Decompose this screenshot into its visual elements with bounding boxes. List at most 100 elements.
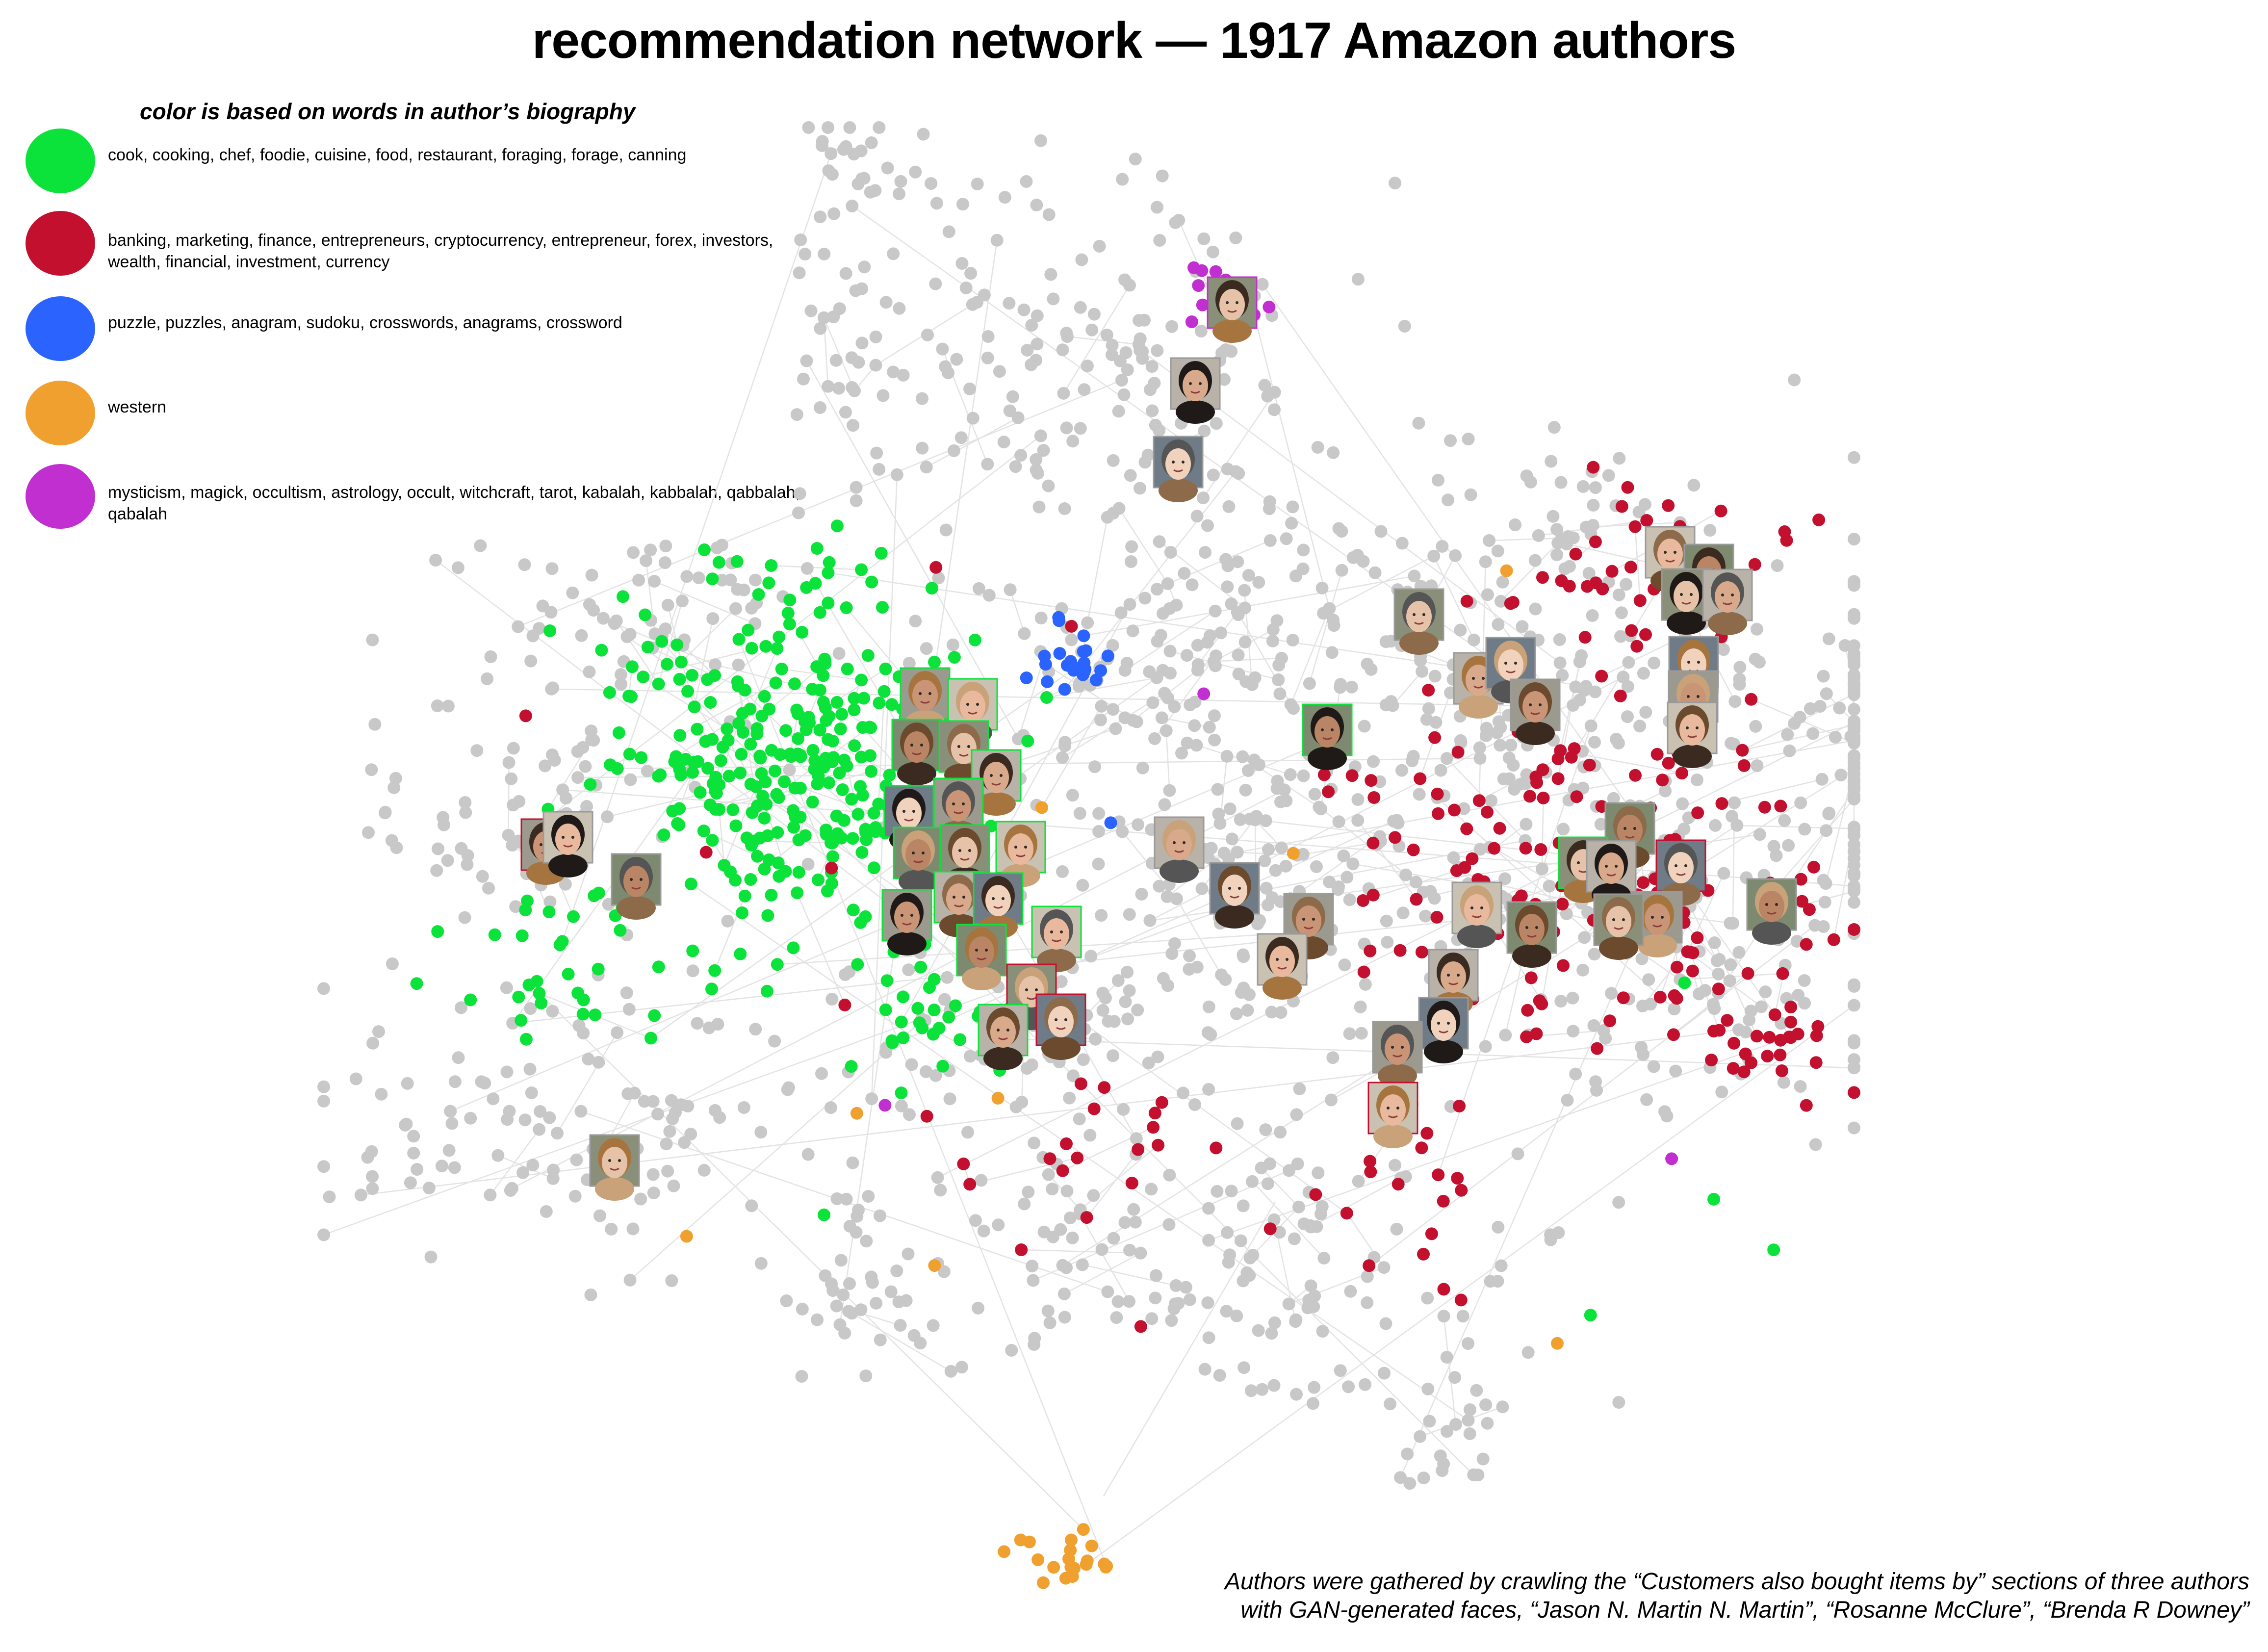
network-edge	[556, 1032, 618, 1134]
author-face-thumbnail	[1257, 933, 1308, 1000]
author-node	[502, 828, 515, 842]
author-node	[890, 1265, 903, 1277]
author-node	[1252, 1324, 1265, 1337]
author-node	[507, 742, 520, 755]
author-node	[1005, 1343, 1018, 1357]
author-node-cooking	[625, 660, 639, 673]
author-node	[317, 1080, 330, 1093]
author-node	[832, 647, 846, 660]
author-node	[1201, 1296, 1214, 1309]
author-node	[1713, 953, 1726, 966]
network-edge	[1118, 508, 1168, 584]
face-eye	[1577, 861, 1580, 864]
face-eye	[1633, 827, 1636, 830]
face-eye	[953, 896, 955, 899]
author-node	[754, 1126, 768, 1139]
author-node	[1728, 695, 1742, 708]
author-node-western	[680, 1230, 693, 1243]
author-node-cooking	[732, 633, 746, 646]
author-node	[1848, 652, 1860, 665]
author-node	[1553, 656, 1567, 670]
author-node	[615, 677, 628, 691]
author-node	[1115, 374, 1128, 387]
face-eye	[1664, 551, 1667, 554]
author-node	[1589, 1075, 1602, 1088]
author-node-finance	[1504, 597, 1517, 610]
author-node-cooking	[705, 982, 718, 996]
author-node	[1390, 814, 1403, 827]
author-node	[1351, 793, 1365, 806]
author-node-finance	[1555, 574, 1568, 587]
author-node-western	[1085, 1539, 1098, 1552]
author-face-thumbnail	[1746, 878, 1797, 945]
author-node	[1454, 623, 1467, 637]
face-eye	[1437, 1022, 1440, 1025]
face-mouth	[1723, 602, 1732, 605]
author-node	[1419, 909, 1432, 923]
author-node-cooking	[847, 903, 860, 917]
author-node	[814, 210, 827, 224]
network-edge	[1443, 1316, 1457, 1425]
face-eye	[1236, 301, 1238, 304]
author-node	[1073, 807, 1086, 820]
author-node	[1351, 273, 1365, 286]
author-node	[592, 1056, 605, 1069]
author-node-finance	[1420, 1127, 1434, 1140]
author-node-finance	[1422, 684, 1435, 697]
author-node	[1346, 857, 1360, 871]
author-node-cooking	[686, 944, 699, 957]
author-node-cooking	[542, 905, 556, 919]
author-node-finance	[1758, 800, 1771, 814]
face-mouth	[1027, 997, 1036, 1000]
author-node-cooking	[769, 676, 782, 690]
face-eye	[901, 914, 903, 917]
author-node	[1286, 634, 1299, 647]
author-node	[1567, 1025, 1580, 1038]
author-node-puzzle	[1058, 683, 1071, 696]
author-node-finance	[1848, 923, 1860, 936]
author-node	[710, 542, 723, 554]
author-node	[1066, 435, 1080, 448]
author-node	[659, 540, 672, 553]
author-node	[448, 1075, 462, 1088]
author-node	[1107, 1232, 1120, 1245]
author-node-cooking	[818, 652, 831, 666]
author-node-finance	[1536, 571, 1549, 584]
author-node	[661, 1164, 674, 1178]
author-node	[1055, 975, 1068, 988]
author-node-cooking	[848, 703, 861, 717]
author-node	[1092, 825, 1106, 838]
network-edge	[539, 993, 1084, 1530]
author-node	[801, 857, 815, 871]
face-mouth	[1652, 924, 1662, 928]
author-node	[1006, 390, 1019, 403]
author-node	[1759, 985, 1772, 999]
face-eye	[1312, 918, 1315, 921]
face-mouth	[1304, 926, 1314, 929]
author-node-finance	[1364, 1165, 1377, 1178]
author-node	[1314, 802, 1327, 816]
author-node	[404, 1176, 417, 1189]
author-node	[1123, 984, 1136, 997]
author-node-cooking	[1584, 1309, 1597, 1322]
face-eye	[1226, 301, 1229, 304]
author-node	[1398, 320, 1411, 333]
author-node-western	[1064, 1560, 1078, 1574]
author-node-cooking	[806, 744, 820, 757]
caption: Authors were gathered by crawling the “C…	[1121, 1568, 2249, 1625]
author-node-finance	[1745, 693, 1758, 706]
author-node	[834, 1254, 848, 1267]
author-node-cooking	[706, 834, 719, 847]
author-node	[839, 968, 851, 981]
author-node-cooking	[698, 543, 711, 556]
author-node-mysticism	[1197, 687, 1211, 700]
author-node	[1597, 1024, 1610, 1037]
author-node	[451, 561, 464, 574]
author-node	[1110, 1311, 1123, 1324]
author-node	[1491, 544, 1504, 558]
author-node	[1201, 636, 1214, 649]
author-node	[1056, 751, 1069, 764]
author-node-cooking	[657, 828, 670, 841]
face-eye	[1413, 613, 1416, 616]
author-node	[1201, 519, 1214, 532]
